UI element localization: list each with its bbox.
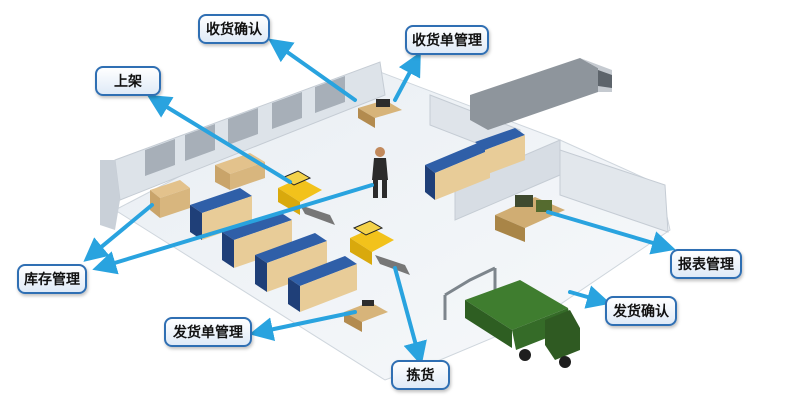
arrow-inventory-1 xyxy=(83,203,154,262)
label-inventory-mgmt[interactable]: 库存管理 xyxy=(17,264,87,294)
label-report-mgmt[interactable]: 报表管理 xyxy=(670,249,742,279)
label-receipt-confirm[interactable]: 收货确认 xyxy=(198,14,270,44)
arrow-shelving xyxy=(146,94,292,184)
flow-arrows xyxy=(83,38,676,366)
storage-shelves xyxy=(150,128,525,312)
arrow-ship-order xyxy=(249,310,357,342)
arrow-receipt-confirm xyxy=(268,38,357,102)
shipping-desk xyxy=(344,300,388,332)
forklift-lower xyxy=(350,220,410,275)
label-ship-confirm[interactable]: 发货确认 xyxy=(605,296,677,326)
outbound-truck xyxy=(465,280,580,368)
arrow-inventory-2 xyxy=(92,183,374,275)
label-shelving[interactable]: 上架 xyxy=(95,66,161,96)
report-workstation xyxy=(495,195,565,242)
arrow-receipt-order xyxy=(393,51,421,102)
label-picking[interactable]: 拣货 xyxy=(391,360,450,390)
receiving-desk xyxy=(358,99,402,128)
worker-figure xyxy=(372,147,388,198)
inbound-truck xyxy=(470,58,612,130)
label-receipt-order-mgmt[interactable]: 收货单管理 xyxy=(405,25,489,55)
label-ship-order-mgmt[interactable]: 发货单管理 xyxy=(164,317,252,347)
arrow-picking xyxy=(393,266,427,366)
warehouse-left-wall xyxy=(100,160,120,230)
arrow-report xyxy=(546,210,676,255)
arrow-ship-confirm xyxy=(568,285,611,309)
outbound-gate xyxy=(443,266,497,320)
